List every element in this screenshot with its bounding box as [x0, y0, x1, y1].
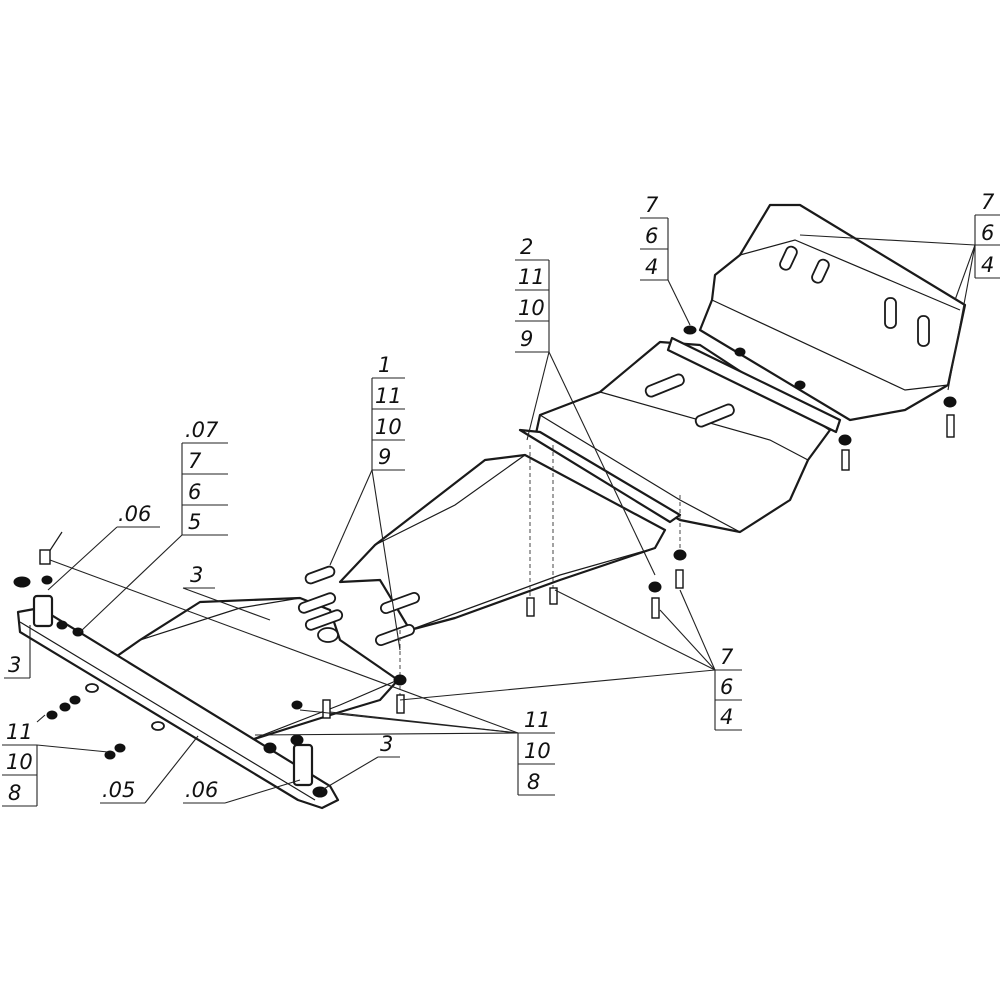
middle-skid-plate — [304, 428, 682, 647]
callout-label: 9 — [378, 445, 391, 469]
callout-1: 1 11 10 9 — [371, 353, 405, 471]
front-bumper-bar — [16, 594, 340, 810]
callout-14: 3 — [378, 732, 400, 758]
callout-10: 11 10 8 — [517, 708, 555, 796]
callout-label: 10 — [518, 296, 545, 320]
callout-label: 4 — [720, 705, 733, 729]
callout-label: 9 — [520, 327, 533, 351]
callout-label: 11 — [375, 384, 402, 408]
callout-label: 4 — [645, 255, 658, 279]
callout-label: 3 — [380, 732, 393, 756]
callout-label: 7 — [981, 190, 995, 214]
rear-skid-plate — [698, 203, 967, 422]
fasteners — [13, 325, 957, 760]
callout-label: 3 — [8, 653, 21, 677]
callout-label: .06 — [118, 502, 151, 526]
callout-8: 3 — [183, 563, 215, 589]
callout-label: 10 — [375, 415, 402, 439]
callout-6: .07 7 6 5 — [181, 418, 228, 536]
callout-label: 7 — [720, 645, 734, 669]
callout-label: 8 — [8, 781, 21, 805]
callout-label: 7 — [645, 193, 659, 217]
callout-label: 11 — [518, 265, 545, 289]
leader-lines — [29, 234, 976, 804]
callout-12: .05 — [100, 778, 145, 804]
callout-label: 6 — [720, 675, 733, 699]
callout-3: 7 6 4 — [640, 193, 669, 281]
callout-5: 7 6 4 — [714, 645, 742, 731]
front-skid-plate — [98, 592, 400, 744]
callout-label: 11 — [6, 720, 33, 744]
callout-4: 7 6 4 — [974, 190, 1000, 279]
callout-13: .06 — [183, 778, 225, 804]
callout-label: .07 — [185, 418, 219, 442]
callout-label: 10 — [6, 750, 33, 774]
callout-2: 2 11 10 9 — [515, 235, 550, 353]
callout-label: 5 — [188, 510, 201, 534]
callout-11: 11 10 8 — [2, 720, 38, 807]
callout-label: 6 — [981, 221, 994, 245]
callout-label: 11 — [524, 708, 551, 732]
callout-label: 6 — [645, 224, 658, 248]
callout-label: 10 — [524, 739, 551, 763]
callout-label: 4 — [981, 253, 994, 277]
callout-7: .06 — [117, 502, 160, 528]
callout-label: .05 — [102, 778, 135, 802]
callout-label: 1 — [378, 353, 391, 377]
callout-label: 6 — [188, 480, 201, 504]
callout-label: 2 — [520, 235, 533, 259]
callout-label: 7 — [188, 449, 202, 473]
transmission-skid-plate — [533, 336, 842, 534]
callout-label: 8 — [527, 770, 540, 794]
callout-label: .06 — [185, 778, 218, 802]
callout-label: 3 — [190, 563, 203, 587]
callout-9: 3 — [4, 653, 30, 679]
